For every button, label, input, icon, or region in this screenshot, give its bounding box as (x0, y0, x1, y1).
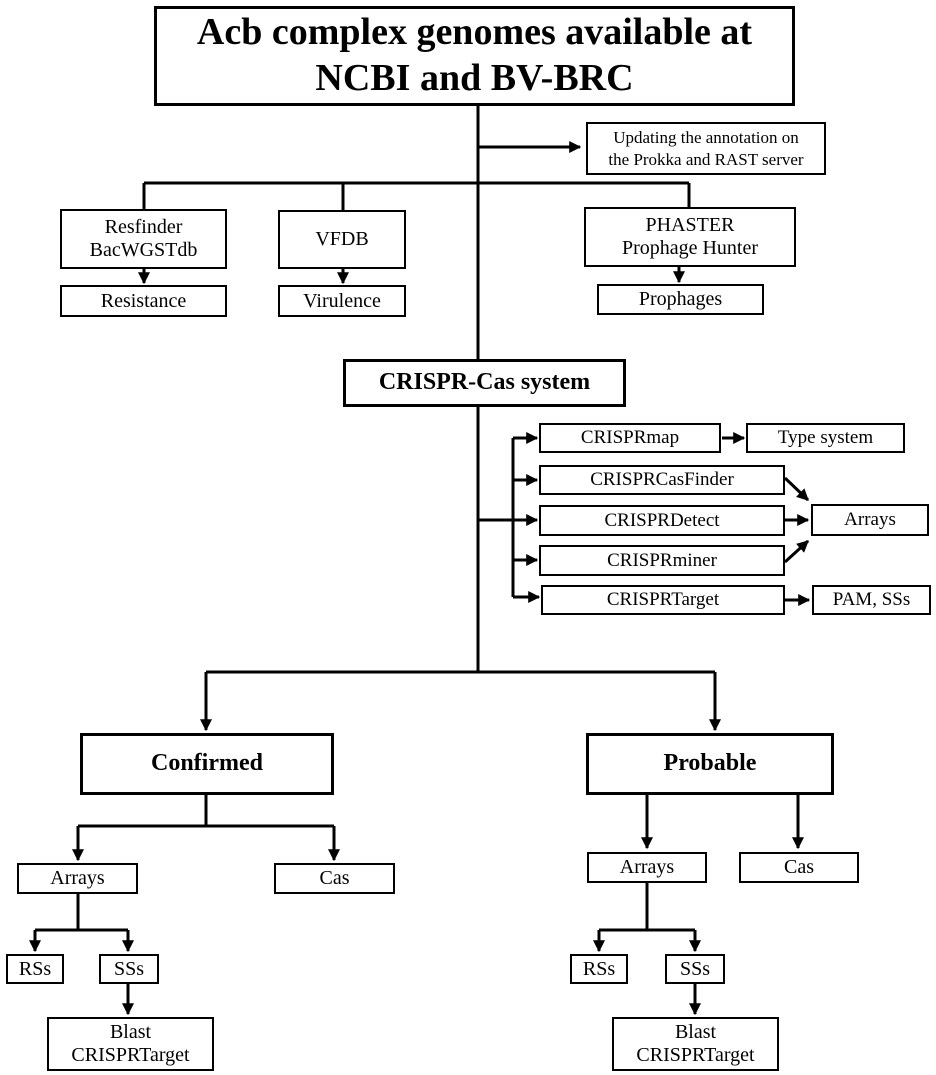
vfdb-box: VFDB (278, 210, 406, 269)
phaster-box: PHASTER Prophage Hunter (584, 207, 796, 267)
resfinder-box: Resfinder BacWGSTdb (60, 209, 227, 269)
miner-arrays-arrow (783, 539, 810, 564)
annotation-line2: the Prokka and RAST server (608, 149, 804, 169)
crisprcasfinder-label: CRISPRCasFinder (590, 469, 734, 491)
genomes-title-line2: NCBI and BV-BRC (315, 57, 634, 99)
type-system-box: Type system (746, 423, 905, 453)
virulence-label: Virulence (303, 289, 381, 312)
crisprmap-label: CRISPRmap (580, 427, 680, 449)
confirmed-blast-box: Blast CRISPRTarget (47, 1017, 214, 1071)
prophages-label: Prophages (638, 288, 723, 310)
crisprtarget-box: CRISPRTarget (541, 585, 785, 615)
confirmed-blast-line1: Blast (109, 1021, 152, 1043)
probable-cas-label: Cas (784, 856, 814, 878)
resistance-box: Resistance (60, 285, 227, 317)
probable-sss-label: SSs (679, 957, 711, 980)
annotation-line1: Updating the annotation on (613, 128, 799, 148)
crispr-cas-title: CRISPR-Cas system (378, 369, 591, 396)
probable-arrays-box: Arrays (587, 852, 707, 883)
probable-arrays-label: Arrays (619, 856, 675, 878)
resfinder-line2: BacWGSTdb (89, 239, 198, 261)
probable-blast-line2: CRISPRTarget (636, 1044, 755, 1066)
crisprtarget-label: CRISPRTarget (606, 589, 720, 611)
confirmed-cas-label: Cas (319, 867, 350, 889)
probable-cas-box: Cas (739, 852, 859, 883)
crispr-arrays-label: Arrays (844, 509, 896, 531)
confirmed-blast-line2: CRISPRTarget (71, 1044, 190, 1066)
probable-box: Probable (586, 733, 834, 795)
crisprmap-box: CRISPRmap (539, 423, 721, 453)
confirmed-sss-label: SSs (113, 957, 145, 980)
confirmed-cas-box: Cas (274, 863, 395, 894)
probable-rss-box: RSs (570, 954, 628, 984)
type-system-label: Type system (777, 427, 874, 449)
probable-blast-line1: Blast (674, 1021, 717, 1043)
crisprcasfinder-box: CRISPRCasFinder (539, 465, 785, 495)
confirmed-arrays-label: Arrays (50, 867, 105, 889)
resistance-label: Resistance (100, 289, 187, 312)
probable-sss-box: SSs (665, 954, 725, 984)
crispr-arrays-box: Arrays (811, 504, 929, 536)
casfinder-arrays-arrow (783, 476, 810, 502)
phaster-line2: Prophage Hunter (621, 237, 759, 259)
crispr-cas-box: CRISPR-Cas system (343, 359, 626, 407)
probable-rss-label: RSs (582, 957, 616, 980)
vfdb-label: VFDB (315, 228, 369, 250)
probable-blast-box: Blast CRISPRTarget (612, 1017, 779, 1071)
virulence-box: Virulence (278, 285, 406, 317)
genomes-title-box: Acb complex genomes available at NCBI an… (154, 6, 795, 106)
pam-sss-label: PAM, SSs (832, 589, 911, 611)
genomes-title-line1: Acb complex genomes available at (196, 11, 753, 54)
confirmed-title: Confirmed (151, 750, 263, 777)
pam-sss-box: PAM, SSs (812, 585, 931, 615)
crisprdetect-label: CRISPRDetect (604, 509, 720, 531)
prophages-box: Prophages (597, 284, 764, 315)
crisprminer-label: CRISPRminer (607, 549, 717, 571)
annotation-box: Updating the annotation on the Prokka an… (586, 122, 826, 175)
crisprdetect-box: CRISPRDetect (539, 505, 785, 536)
probable-title: Probable (663, 750, 757, 777)
phaster-line1: PHASTER (645, 214, 735, 236)
crisprminer-box: CRISPRminer (539, 545, 785, 576)
resfinder-line1: Resfinder (104, 216, 183, 238)
confirmed-rss-label: RSs (18, 957, 52, 980)
confirmed-sss-box: SSs (99, 954, 159, 984)
confirmed-arrays-box: Arrays (17, 863, 138, 894)
confirmed-box: Confirmed (80, 733, 334, 795)
confirmed-rss-box: RSs (6, 954, 64, 984)
